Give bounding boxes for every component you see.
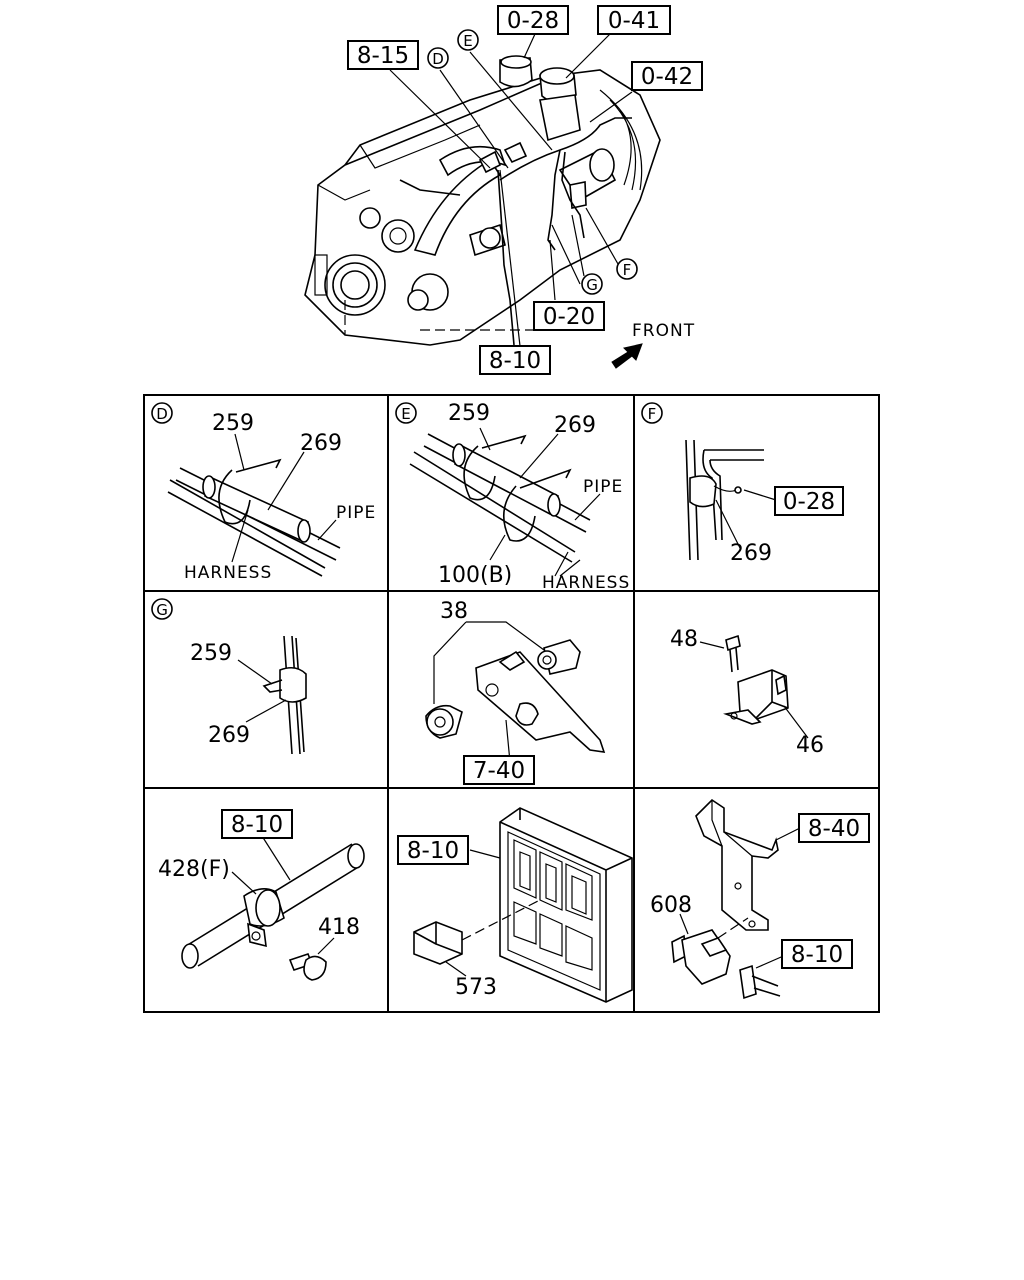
label-259: 259: [190, 641, 232, 666]
label-46: 46: [796, 733, 824, 758]
ref-label: 7-40: [473, 758, 525, 784]
callout-letter: D: [156, 405, 168, 423]
panel-sensor: 8-40 608 8-10: [650, 798, 870, 1000]
panel-d-callout: D: [151, 402, 173, 424]
ref-box-8-10[interactable]: 8-10: [479, 345, 551, 375]
ref-box-0-42[interactable]: 0-42: [631, 61, 703, 91]
main-leaders: [389, 33, 633, 347]
panel-g-callout: G: [151, 598, 173, 620]
label-269: 269: [300, 431, 342, 456]
ref-box-8-10[interactable]: 8-10: [781, 939, 853, 969]
ref-label: 0-20: [543, 304, 595, 330]
callout-letter: G: [586, 276, 598, 294]
front-indicator: FRONT: [611, 321, 695, 369]
panel-bracket: 48 46: [670, 627, 824, 758]
ref-label: 8-10: [489, 348, 541, 374]
front-label: FRONT: [632, 321, 695, 341]
ref-label: 0-41: [608, 8, 660, 34]
label-38: 38: [440, 599, 468, 624]
fuse-slots: [513, 839, 593, 971]
callout-letter: E: [401, 405, 410, 423]
ref-box-8-10[interactable]: 8-10: [397, 835, 469, 865]
ref-label: 0-28: [507, 8, 559, 34]
label-259: 259: [212, 411, 254, 436]
ref-box-0-28[interactable]: 0-28: [774, 486, 844, 516]
front-arrow-icon: [611, 343, 643, 369]
label-48: 48: [670, 627, 698, 652]
callout-e[interactable]: E: [457, 29, 479, 51]
label-269: 269: [554, 413, 596, 438]
ref-box-7-40[interactable]: 7-40: [463, 755, 535, 785]
ref-label: 8-40: [808, 816, 860, 842]
ref-label: 8-10: [791, 942, 843, 968]
panel-fusebox: 8-10 573: [397, 807, 633, 1003]
panel-clamp: 8-10 428(F) 418: [158, 809, 365, 981]
callout-letter: E: [463, 32, 472, 50]
ref-box-0-28[interactable]: 0-28: [497, 5, 569, 35]
label-pipe: PIPE: [583, 477, 623, 497]
callout-letter: F: [623, 261, 632, 279]
label-428f: 428(F): [158, 857, 230, 882]
panel-f-callout: F: [641, 402, 663, 424]
label-418: 418: [318, 915, 360, 940]
ref-box-0-20[interactable]: 0-20: [533, 301, 605, 331]
panel-relay: 38 7-40: [425, 599, 606, 785]
label-269: 269: [208, 723, 250, 748]
label-573: 573: [455, 975, 497, 1000]
panel-g: G 259 269: [151, 598, 307, 755]
panel-d: D 259 269 PIPE HARNESS: [151, 402, 376, 583]
panel-e: E 259 269 PIPE 100(B) HARNESS: [395, 401, 630, 593]
ref-box-8-10[interactable]: 8-10: [221, 809, 293, 839]
callout-d[interactable]: D: [427, 47, 449, 69]
detail-grid: [143, 394, 880, 1013]
ref-label: 0-42: [641, 64, 693, 90]
callout-f[interactable]: F: [616, 258, 638, 280]
callout-letter: F: [648, 405, 657, 423]
label-608: 608: [650, 893, 692, 918]
ref-label: 0-28: [783, 489, 835, 515]
label-pipe: PIPE: [336, 503, 376, 523]
ref-box-0-41[interactable]: 0-41: [597, 5, 671, 35]
ref-label: 8-10: [231, 812, 283, 838]
callout-letter: G: [156, 601, 168, 619]
label-harness: HARNESS: [184, 563, 272, 583]
ref-box-8-15[interactable]: 8-15: [347, 40, 419, 70]
engine-illustration: [304, 55, 661, 346]
label-100b: 100(B): [438, 563, 512, 588]
ref-label: 8-10: [407, 838, 459, 864]
ref-label: 8-15: [357, 43, 409, 69]
label-harness: HARNESS: [542, 573, 630, 593]
panel-e-callout: E: [395, 402, 417, 424]
label-259: 259: [448, 401, 490, 426]
callout-g[interactable]: G: [581, 273, 603, 295]
ref-box-8-40[interactable]: 8-40: [798, 813, 870, 843]
callout-letter: D: [432, 50, 444, 68]
panel-f: F 0-28 269: [641, 402, 844, 566]
label-269: 269: [730, 541, 772, 566]
